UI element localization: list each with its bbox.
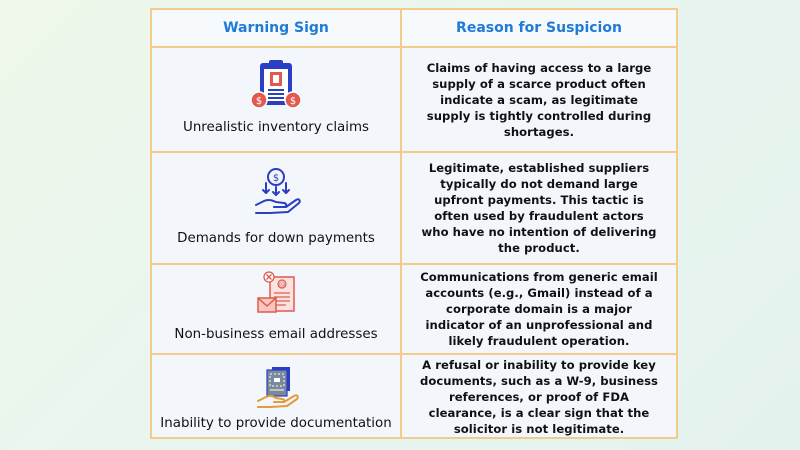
documents-hand-icon — [152, 365, 400, 409]
inventory-clipboard-icon: $ $ — [152, 60, 400, 110]
column-divider — [400, 10, 402, 46]
header-warning-sign: Warning Sign — [223, 20, 329, 36]
table-row: $ Demands for down payments Legitimate, … — [152, 153, 676, 265]
reason-cell: A refusal or inability to provide key do… — [402, 355, 676, 439]
warning-sign-cell: Inability to provide documentation — [152, 355, 400, 439]
warning-sign-label: Demands for down payments — [177, 231, 375, 246]
svg-text:$: $ — [273, 173, 279, 184]
hand-money-icon: $ — [152, 167, 400, 217]
reason-text: Communications from generic email accoun… — [420, 270, 658, 348]
reason-text: Claims of having access to a large suppl… — [426, 60, 652, 139]
warning-sign-label: Inability to provide documentation — [160, 416, 392, 431]
warning-sign-label: Unrealistic inventory claims — [183, 120, 369, 135]
reason-cell: Claims of having access to a large suppl… — [402, 48, 676, 151]
svg-text:$: $ — [290, 96, 296, 107]
warning-sign-label: Non-business email addresses — [174, 327, 378, 342]
reason-text: A refusal or inability to provide key do… — [419, 358, 659, 436]
table-row: $ $ Unrealistic inventory claims Claims … — [152, 48, 676, 153]
reason-cell: Communications from generic email accoun… — [402, 265, 676, 353]
table-header-row: Warning Sign Reason for Suspicion — [152, 10, 676, 48]
warning-sign-cell: $ $ Unrealistic inventory claims — [152, 48, 400, 151]
warning-sign-cell: @ Non-business email addresses — [152, 265, 400, 353]
column-divider — [400, 355, 402, 439]
svg-text:$: $ — [256, 96, 262, 107]
table-row: @ Non-business email addresses Communica… — [152, 265, 676, 355]
header-reason: Reason for Suspicion — [456, 20, 622, 36]
warning-signs-table: Warning Sign Reason for Suspicion $ — [150, 8, 678, 439]
column-divider — [400, 265, 402, 353]
column-divider — [400, 48, 402, 151]
reason-cell: Legitimate, established suppliers typica… — [402, 153, 676, 263]
column-divider — [400, 153, 402, 263]
svg-text:@: @ — [279, 281, 286, 289]
table-row: Inability to provide documentation A ref… — [152, 355, 676, 439]
warning-sign-cell: $ Demands for down payments — [152, 153, 400, 263]
email-warning-icon: @ — [152, 271, 400, 317]
reason-text: Legitimate, established suppliers typica… — [421, 161, 657, 255]
